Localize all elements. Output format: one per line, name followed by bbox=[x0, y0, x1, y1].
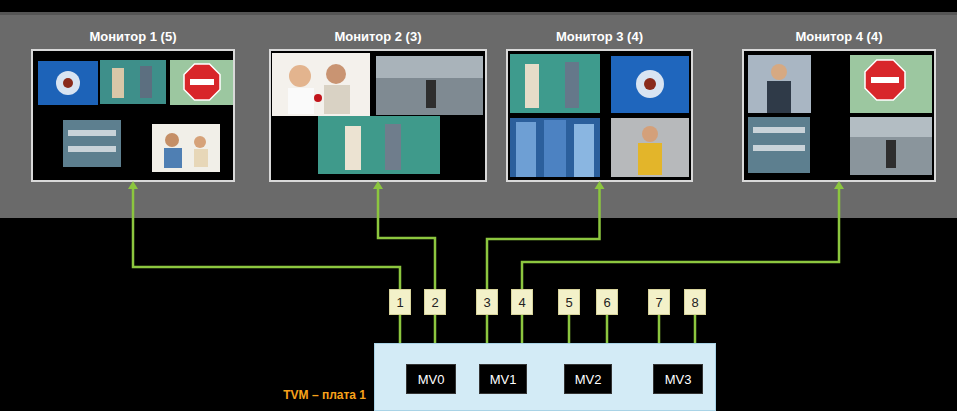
multiviewer-block: MV3 bbox=[653, 364, 703, 394]
wire-line bbox=[487, 187, 600, 289]
monitor-heading: Монитор 3 (4) bbox=[503, 28, 696, 46]
wire-line bbox=[378, 187, 435, 289]
board-label: TVM – плата 1 bbox=[283, 388, 366, 402]
monitor-node: Монитор 2 (3) bbox=[266, 28, 490, 181]
monitor-heading: Монитор 2 (3) bbox=[266, 28, 490, 46]
output-port: 8 bbox=[684, 289, 706, 315]
monitor-screen bbox=[270, 50, 486, 181]
output-port: 6 bbox=[596, 289, 618, 315]
arrow-head bbox=[595, 181, 605, 189]
arrow-head bbox=[128, 181, 138, 189]
output-port: 2 bbox=[424, 289, 446, 315]
multiviewer-block: MV2 bbox=[564, 364, 612, 394]
arrow-head bbox=[834, 181, 844, 189]
monitor-screen bbox=[507, 50, 692, 181]
monitor-node: Монитор 1 (5) bbox=[28, 28, 238, 181]
monitor-screen bbox=[32, 50, 234, 181]
monitor-node: Монитор 3 (4) bbox=[503, 28, 696, 181]
signal-wire bbox=[128, 181, 400, 289]
monitor-heading: Монитор 1 (5) bbox=[28, 28, 238, 46]
output-port: 4 bbox=[511, 289, 533, 315]
wire-line bbox=[522, 187, 839, 289]
monitor-node: Монитор 4 (4) bbox=[739, 28, 939, 181]
port-number: 8 bbox=[691, 295, 698, 310]
arrow-head bbox=[373, 181, 383, 189]
output-port: 1 bbox=[389, 289, 411, 315]
monitor-screen bbox=[743, 50, 935, 181]
tvm-board: TVM – плата 1MV0MV1MV2MV3 bbox=[374, 343, 716, 411]
multiviewer-block: MV1 bbox=[479, 364, 527, 394]
output-port: 7 bbox=[648, 289, 670, 315]
multiviewer-block: MV0 bbox=[406, 364, 456, 394]
port-number: 7 bbox=[655, 295, 662, 310]
port-number: 5 bbox=[565, 295, 572, 310]
port-number: 1 bbox=[396, 295, 403, 310]
signal-wire bbox=[522, 181, 844, 289]
signal-wire bbox=[487, 181, 605, 289]
port-number: 2 bbox=[431, 295, 438, 310]
block-name: MV0 bbox=[418, 372, 445, 387]
output-port: 3 bbox=[476, 289, 498, 315]
monitor-heading: Монитор 4 (4) bbox=[739, 28, 939, 46]
block-name: MV3 bbox=[665, 372, 692, 387]
display-wall bbox=[0, 12, 957, 218]
output-port: 5 bbox=[558, 289, 580, 315]
wire-line bbox=[133, 187, 400, 289]
block-name: MV2 bbox=[575, 372, 602, 387]
port-number: 4 bbox=[518, 295, 525, 310]
signal-wire bbox=[373, 181, 435, 289]
port-number: 3 bbox=[483, 295, 490, 310]
port-number: 6 bbox=[603, 295, 610, 310]
block-name: MV1 bbox=[490, 372, 517, 387]
